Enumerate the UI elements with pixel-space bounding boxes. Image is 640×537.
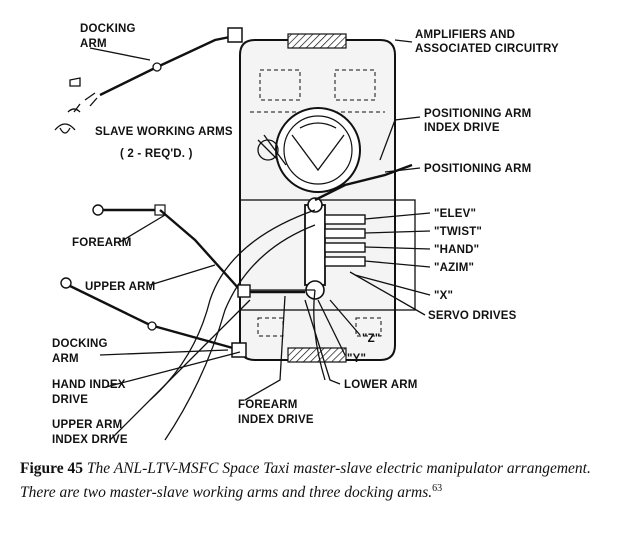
label-upper-arm: UPPER ARM [85, 281, 155, 293]
label-positioning-arm-index-drive: POSITIONING ARM INDEX DRIVE [424, 108, 535, 134]
label-positioning-arm: POSITIONING ARM [424, 163, 531, 175]
manipulator-diagram: DOCKING ARM AMPLIFIERS AND ASSOCIATED CI… [52, 23, 559, 446]
servo-drive-stack [304, 197, 366, 300]
label-forearm: FOREARM [72, 237, 132, 249]
figure-caption: Figure 45 The ANL-LTV-MSFC Space Taxi ma… [20, 459, 626, 503]
label-elev: "ELEV" [434, 208, 476, 220]
central-port [257, 107, 361, 193]
label-upper-arm-index-drive: UPPER ARM INDEX DRIVE [52, 419, 128, 446]
label-docking-arm-bottom: DOCKING ARM [52, 338, 111, 365]
taxi-body [239, 33, 416, 363]
label-hand-index-drive: HAND INDEX DRIVE [52, 379, 129, 406]
caption-reference: 63 [432, 483, 443, 494]
figure-number: Figure 45 [20, 460, 83, 477]
label-slave-working-arms: SLAVE WORKING ARMS [95, 126, 233, 138]
label-docking-arm-top: DOCKING ARM [80, 23, 139, 50]
label-forearm-index-drive: FOREARM INDEX DRIVE [238, 399, 314, 426]
caption-text: The ANL-LTV-MSFC Space Taxi master-slave… [20, 460, 591, 502]
leader-lines [89, 39, 431, 441]
label-z: "Z" [362, 333, 381, 345]
master-arm-cables [149, 209, 316, 441]
label-y: "Y" [347, 353, 366, 365]
label-x: "X" [434, 290, 453, 302]
label-two-reqd: ( 2 - REQ'D. ) [120, 148, 193, 160]
slave-arm-tools [54, 77, 81, 134]
label-hand: "HAND" [434, 244, 479, 256]
slave-forearm [92, 204, 241, 291]
label-servo-drives: SERVO DRIVES [428, 310, 517, 322]
label-azim: "AZIM" [434, 262, 474, 274]
label-twist: "TWIST" [434, 226, 482, 238]
label-amplifiers: AMPLIFIERS AND ASSOCIATED CIRCUITRY [415, 29, 559, 55]
label-lower-arm: LOWER ARM [344, 379, 418, 391]
docking-arm-top [84, 27, 243, 107]
